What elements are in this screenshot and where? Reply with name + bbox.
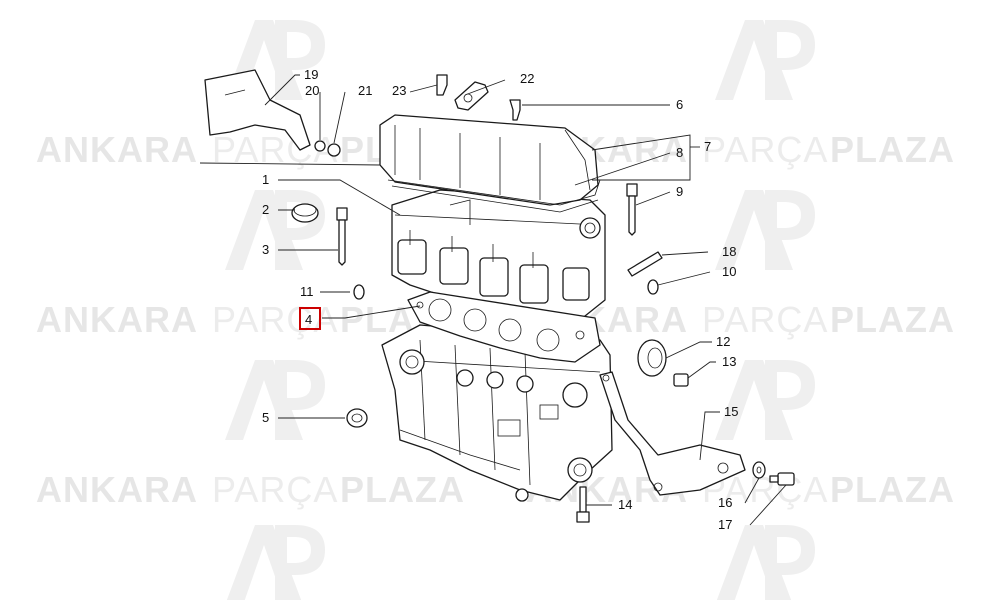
head-gasket bbox=[407, 291, 601, 363]
cover-bolt bbox=[626, 183, 638, 236]
oil-seal bbox=[637, 339, 667, 377]
engine-block bbox=[381, 324, 613, 502]
watermark-word-ankara: ANKARA bbox=[36, 469, 198, 510]
parts-drawing bbox=[204, 69, 795, 523]
part-label-8[interactable]: 8 bbox=[676, 145, 683, 160]
watermark-word-parca: PARÇA bbox=[212, 299, 338, 340]
part-label-11[interactable]: 11 bbox=[300, 284, 314, 299]
cylinder-head bbox=[391, 189, 606, 321]
valve-cover-gasket bbox=[387, 179, 601, 213]
part-label-15[interactable]: 15 bbox=[724, 404, 738, 419]
washer bbox=[752, 461, 766, 479]
cup-plug bbox=[291, 203, 319, 223]
part-label-7[interactable]: 7 bbox=[704, 139, 711, 154]
part-label-19[interactable]: 19 bbox=[304, 67, 318, 82]
head-bolt bbox=[336, 207, 348, 266]
part-label-12[interactable]: 12 bbox=[716, 334, 730, 349]
part-label-21[interactable]: 21 bbox=[358, 83, 372, 98]
part-label-1[interactable]: 1 bbox=[262, 172, 269, 187]
part-label-4[interactable]: 4 bbox=[305, 312, 312, 327]
part-label-22[interactable]: 22 bbox=[520, 71, 534, 86]
part-label-14[interactable]: 14 bbox=[618, 497, 632, 512]
part-label-20[interactable]: 20 bbox=[305, 83, 319, 98]
bracket bbox=[204, 69, 341, 157]
part-label-9[interactable]: 9 bbox=[676, 184, 683, 199]
part-label-2[interactable]: 2 bbox=[262, 202, 269, 217]
part-label-17[interactable]: 17 bbox=[718, 517, 732, 532]
part-label-13[interactable]: 13 bbox=[722, 354, 736, 369]
part-label-3[interactable]: 3 bbox=[262, 242, 269, 257]
watermark-word-plaza: PLAZA bbox=[830, 299, 955, 340]
arm-bolt bbox=[769, 472, 795, 486]
bolt-and-plate-top bbox=[436, 74, 521, 121]
part-label-18[interactable]: 18 bbox=[722, 244, 736, 259]
watermark-word-plaza: PLAZA bbox=[340, 469, 465, 510]
watermark-word-plaza: PLAZA bbox=[830, 129, 955, 170]
watermark-word-plaza: PLAZA bbox=[830, 469, 955, 510]
stud bbox=[627, 251, 663, 277]
watermark-word-ankara: ANKARA bbox=[36, 299, 198, 340]
watermark-word-parca: PARÇA bbox=[702, 129, 828, 170]
dowel-left bbox=[353, 284, 365, 300]
leader-lines bbox=[199, 74, 787, 526]
watermark-word-parca: PARÇA bbox=[212, 469, 338, 510]
part-label-6[interactable]: 6 bbox=[676, 97, 683, 112]
valve-cover bbox=[379, 114, 599, 206]
seal-ring bbox=[346, 408, 368, 428]
dowel-right bbox=[647, 279, 659, 295]
part-label-16[interactable]: 16 bbox=[718, 495, 732, 510]
watermark-word-ankara: ANKARA bbox=[36, 129, 198, 170]
part-label-5[interactable]: 5 bbox=[262, 410, 269, 425]
plug bbox=[673, 373, 689, 387]
part-labels: 1 2 3 4 5 6 7 8 9 10 11 12 13 14 15 16 1… bbox=[262, 67, 738, 532]
part-label-10[interactable]: 10 bbox=[722, 264, 736, 279]
support-arm bbox=[599, 371, 746, 496]
watermark-word-parca: PARÇA bbox=[702, 299, 828, 340]
part-label-23[interactable]: 23 bbox=[392, 83, 406, 98]
block-bolt bbox=[576, 486, 590, 523]
highlight-box-part-4 bbox=[299, 307, 321, 330]
watermark-row-3: ANKARA PARÇA PLAZA ANKARA PARÇA PLAZA bbox=[36, 469, 955, 510]
